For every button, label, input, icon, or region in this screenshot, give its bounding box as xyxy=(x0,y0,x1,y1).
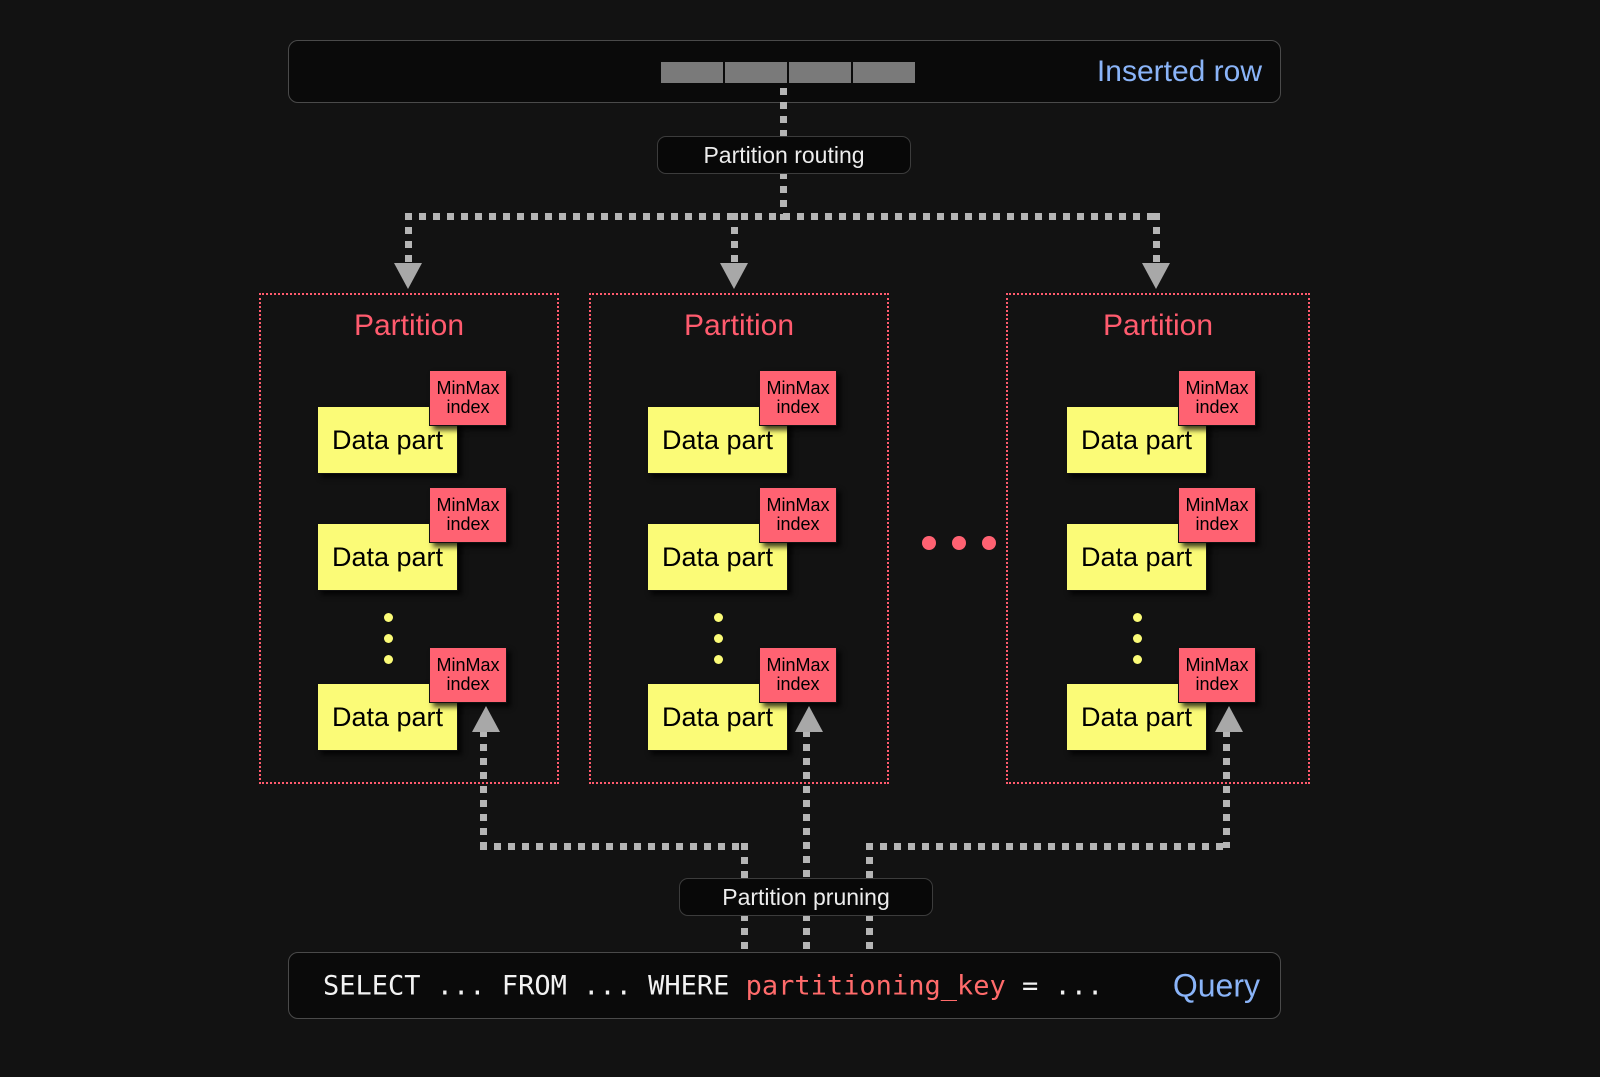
connector-row-to-routing xyxy=(780,88,787,140)
row-cell xyxy=(789,62,851,83)
partition-box-2: Partition MinMax index Data part MinMax … xyxy=(589,293,889,784)
ellipsis-dot xyxy=(1133,613,1142,622)
minmax-index-line1: MinMax xyxy=(766,495,830,516)
minmax-index-line1: MinMax xyxy=(1185,655,1249,676)
arrow-down-partition-3 xyxy=(1142,263,1170,289)
data-part-ellipsis xyxy=(384,613,393,664)
connector-pruning-to-query-1 xyxy=(741,914,748,952)
minmax-index-line2: index xyxy=(1195,514,1239,534)
ellipsis-dot xyxy=(384,634,393,643)
connector-routing-branch-3 xyxy=(1153,213,1160,271)
connector-routing-stem xyxy=(780,172,787,220)
minmax-index-box: MinMax index xyxy=(1178,647,1256,703)
minmax-index-line2: index xyxy=(446,674,490,694)
minmax-index-line1: MinMax xyxy=(436,378,500,399)
data-part-ellipsis xyxy=(714,613,723,664)
ellipsis-dot xyxy=(1133,655,1142,664)
minmax-index-line2: index xyxy=(1195,397,1239,417)
query-banner: SELECT ... FROM ... WHERE partitioning_k… xyxy=(288,952,1281,1019)
row-cell xyxy=(725,62,787,83)
minmax-index-box: MinMax index xyxy=(759,370,837,426)
arrow-up-partition-2 xyxy=(795,706,823,732)
connector-pruning-to-query-3 xyxy=(866,914,873,952)
partition-routing-box: Partition routing xyxy=(657,136,911,174)
connector-routing-branch-2 xyxy=(731,213,738,271)
connector-pruning-drop-1 xyxy=(741,843,748,883)
query-suffix: = ... xyxy=(1005,970,1104,1001)
data-part-box: Data part xyxy=(317,683,458,751)
connector-routing-branch-1 xyxy=(405,213,412,271)
ellipsis-dot xyxy=(384,613,393,622)
row-cell xyxy=(853,62,915,83)
ellipsis-dot xyxy=(1133,634,1142,643)
connector-routing-bus xyxy=(405,213,1160,220)
minmax-index-line2: index xyxy=(776,674,820,694)
arrow-up-partition-1 xyxy=(472,706,500,732)
partition-pruning-box: Partition pruning xyxy=(679,878,933,916)
ellipsis-dot xyxy=(922,536,936,550)
partition-title: Partition xyxy=(683,309,795,342)
connector-pruning-to-query-2 xyxy=(803,914,810,952)
query-keyword: partitioning_key xyxy=(745,970,1006,1001)
minmax-index-line1: MinMax xyxy=(766,655,830,676)
minmax-index-box: MinMax index xyxy=(1178,370,1256,426)
arrow-down-partition-1 xyxy=(394,263,422,289)
minmax-index-line2: index xyxy=(446,397,490,417)
partition-routing-label: Partition routing xyxy=(703,141,865,168)
query-prefix: SELECT ... FROM ... WHERE xyxy=(323,970,746,1001)
minmax-index-line1: MinMax xyxy=(436,495,500,516)
minmax-index-box: MinMax index xyxy=(429,647,507,703)
query-text: SELECT ... FROM ... WHERE partitioning_k… xyxy=(323,970,1103,1001)
minmax-index-line1: MinMax xyxy=(436,655,500,676)
minmax-index-line2: index xyxy=(776,397,820,417)
inserted-row-label: Inserted row xyxy=(1096,54,1262,88)
data-part-box: Data part xyxy=(1066,523,1207,591)
row-cell xyxy=(661,62,723,83)
partition-pruning-label: Partition pruning xyxy=(722,883,890,910)
connector-pruning-drop-3 xyxy=(866,843,873,883)
inserted-row-cells xyxy=(661,62,915,83)
connector-pruning-branch-2 xyxy=(803,730,810,883)
connector-pruning-branch-3 xyxy=(1223,730,1230,848)
arrow-up-partition-3 xyxy=(1215,706,1243,732)
minmax-index-box: MinMax index xyxy=(1178,487,1256,543)
ellipsis-dot xyxy=(952,536,966,550)
minmax-index-line1: MinMax xyxy=(766,378,830,399)
minmax-index-box: MinMax index xyxy=(429,370,507,426)
ellipsis-dot xyxy=(714,613,723,622)
minmax-index-box: MinMax index xyxy=(759,487,837,543)
minmax-index-line1: MinMax xyxy=(1185,378,1249,399)
minmax-index-box: MinMax index xyxy=(759,647,837,703)
data-part-box: Data part xyxy=(647,523,788,591)
arrow-down-partition-2 xyxy=(720,263,748,289)
partition-title: Partition xyxy=(353,309,465,342)
ellipsis-dot xyxy=(384,655,393,664)
connector-pruning-branch-1 xyxy=(480,730,487,848)
minmax-index-line1: MinMax xyxy=(1185,495,1249,516)
partitions-ellipsis xyxy=(922,536,996,550)
ellipsis-dot xyxy=(714,634,723,643)
partition-title: Partition xyxy=(1102,309,1214,342)
minmax-index-line2: index xyxy=(1195,674,1239,694)
minmax-index-line2: index xyxy=(446,514,490,534)
connector-pruning-bus-left xyxy=(480,843,748,850)
ellipsis-dot xyxy=(982,536,996,550)
minmax-index-line2: index xyxy=(776,514,820,534)
partition-box-1: Partition MinMax index Data part MinMax … xyxy=(259,293,559,784)
inserted-row-banner: Inserted row xyxy=(288,40,1281,103)
data-part-ellipsis xyxy=(1133,613,1142,664)
connector-pruning-bus-right xyxy=(866,843,1230,850)
minmax-index-box: MinMax index xyxy=(429,487,507,543)
ellipsis-dot xyxy=(714,655,723,664)
partition-box-3: Partition MinMax index Data part MinMax … xyxy=(1006,293,1310,784)
query-label: Query xyxy=(1172,967,1260,1003)
